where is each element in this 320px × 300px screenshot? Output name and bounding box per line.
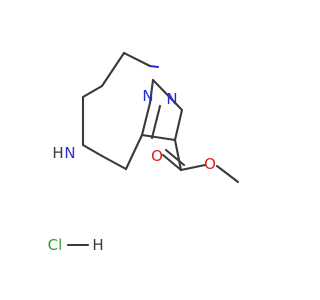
bond [140, 133, 177, 142]
atom-label-cl: Cl [48, 236, 63, 254]
ester-bonds [161, 138, 240, 184]
bond [124, 133, 144, 171]
bond [173, 138, 183, 172]
bond [81, 143, 104, 158]
molecule-diagram: N N H N O O Cl H [48, 51, 240, 254]
piperazine-ring-bonds [81, 51, 144, 171]
bond [100, 154, 128, 171]
bond [164, 148, 186, 167]
bond [215, 164, 240, 184]
bond [151, 78, 184, 112]
bond [140, 101, 152, 137]
atom-label-n-amine: N [64, 144, 75, 162]
bond [100, 51, 126, 88]
atom-label-h-amine: H [52, 144, 63, 162]
bond [179, 163, 207, 172]
atom-labels: N N H N O O Cl H [48, 87, 216, 254]
bond [148, 78, 155, 105]
bond [173, 108, 184, 142]
atom-label-o-ester: O [204, 155, 216, 173]
bond [148, 64, 160, 69]
atom-label-n-bridge: N [142, 87, 153, 105]
structure-canvas: N N H N O O Cl H [47, 51, 240, 254]
bond [161, 153, 183, 172]
atom-label-o-carbonyl: O [151, 147, 163, 165]
atom-label-h-hcl: H [92, 236, 103, 254]
bond [150, 104, 162, 140]
bond [81, 84, 104, 99]
bond [122, 51, 152, 68]
atom-label-n-imidazole: N [166, 90, 177, 108]
imidazole-ring-bonds [122, 51, 184, 142]
